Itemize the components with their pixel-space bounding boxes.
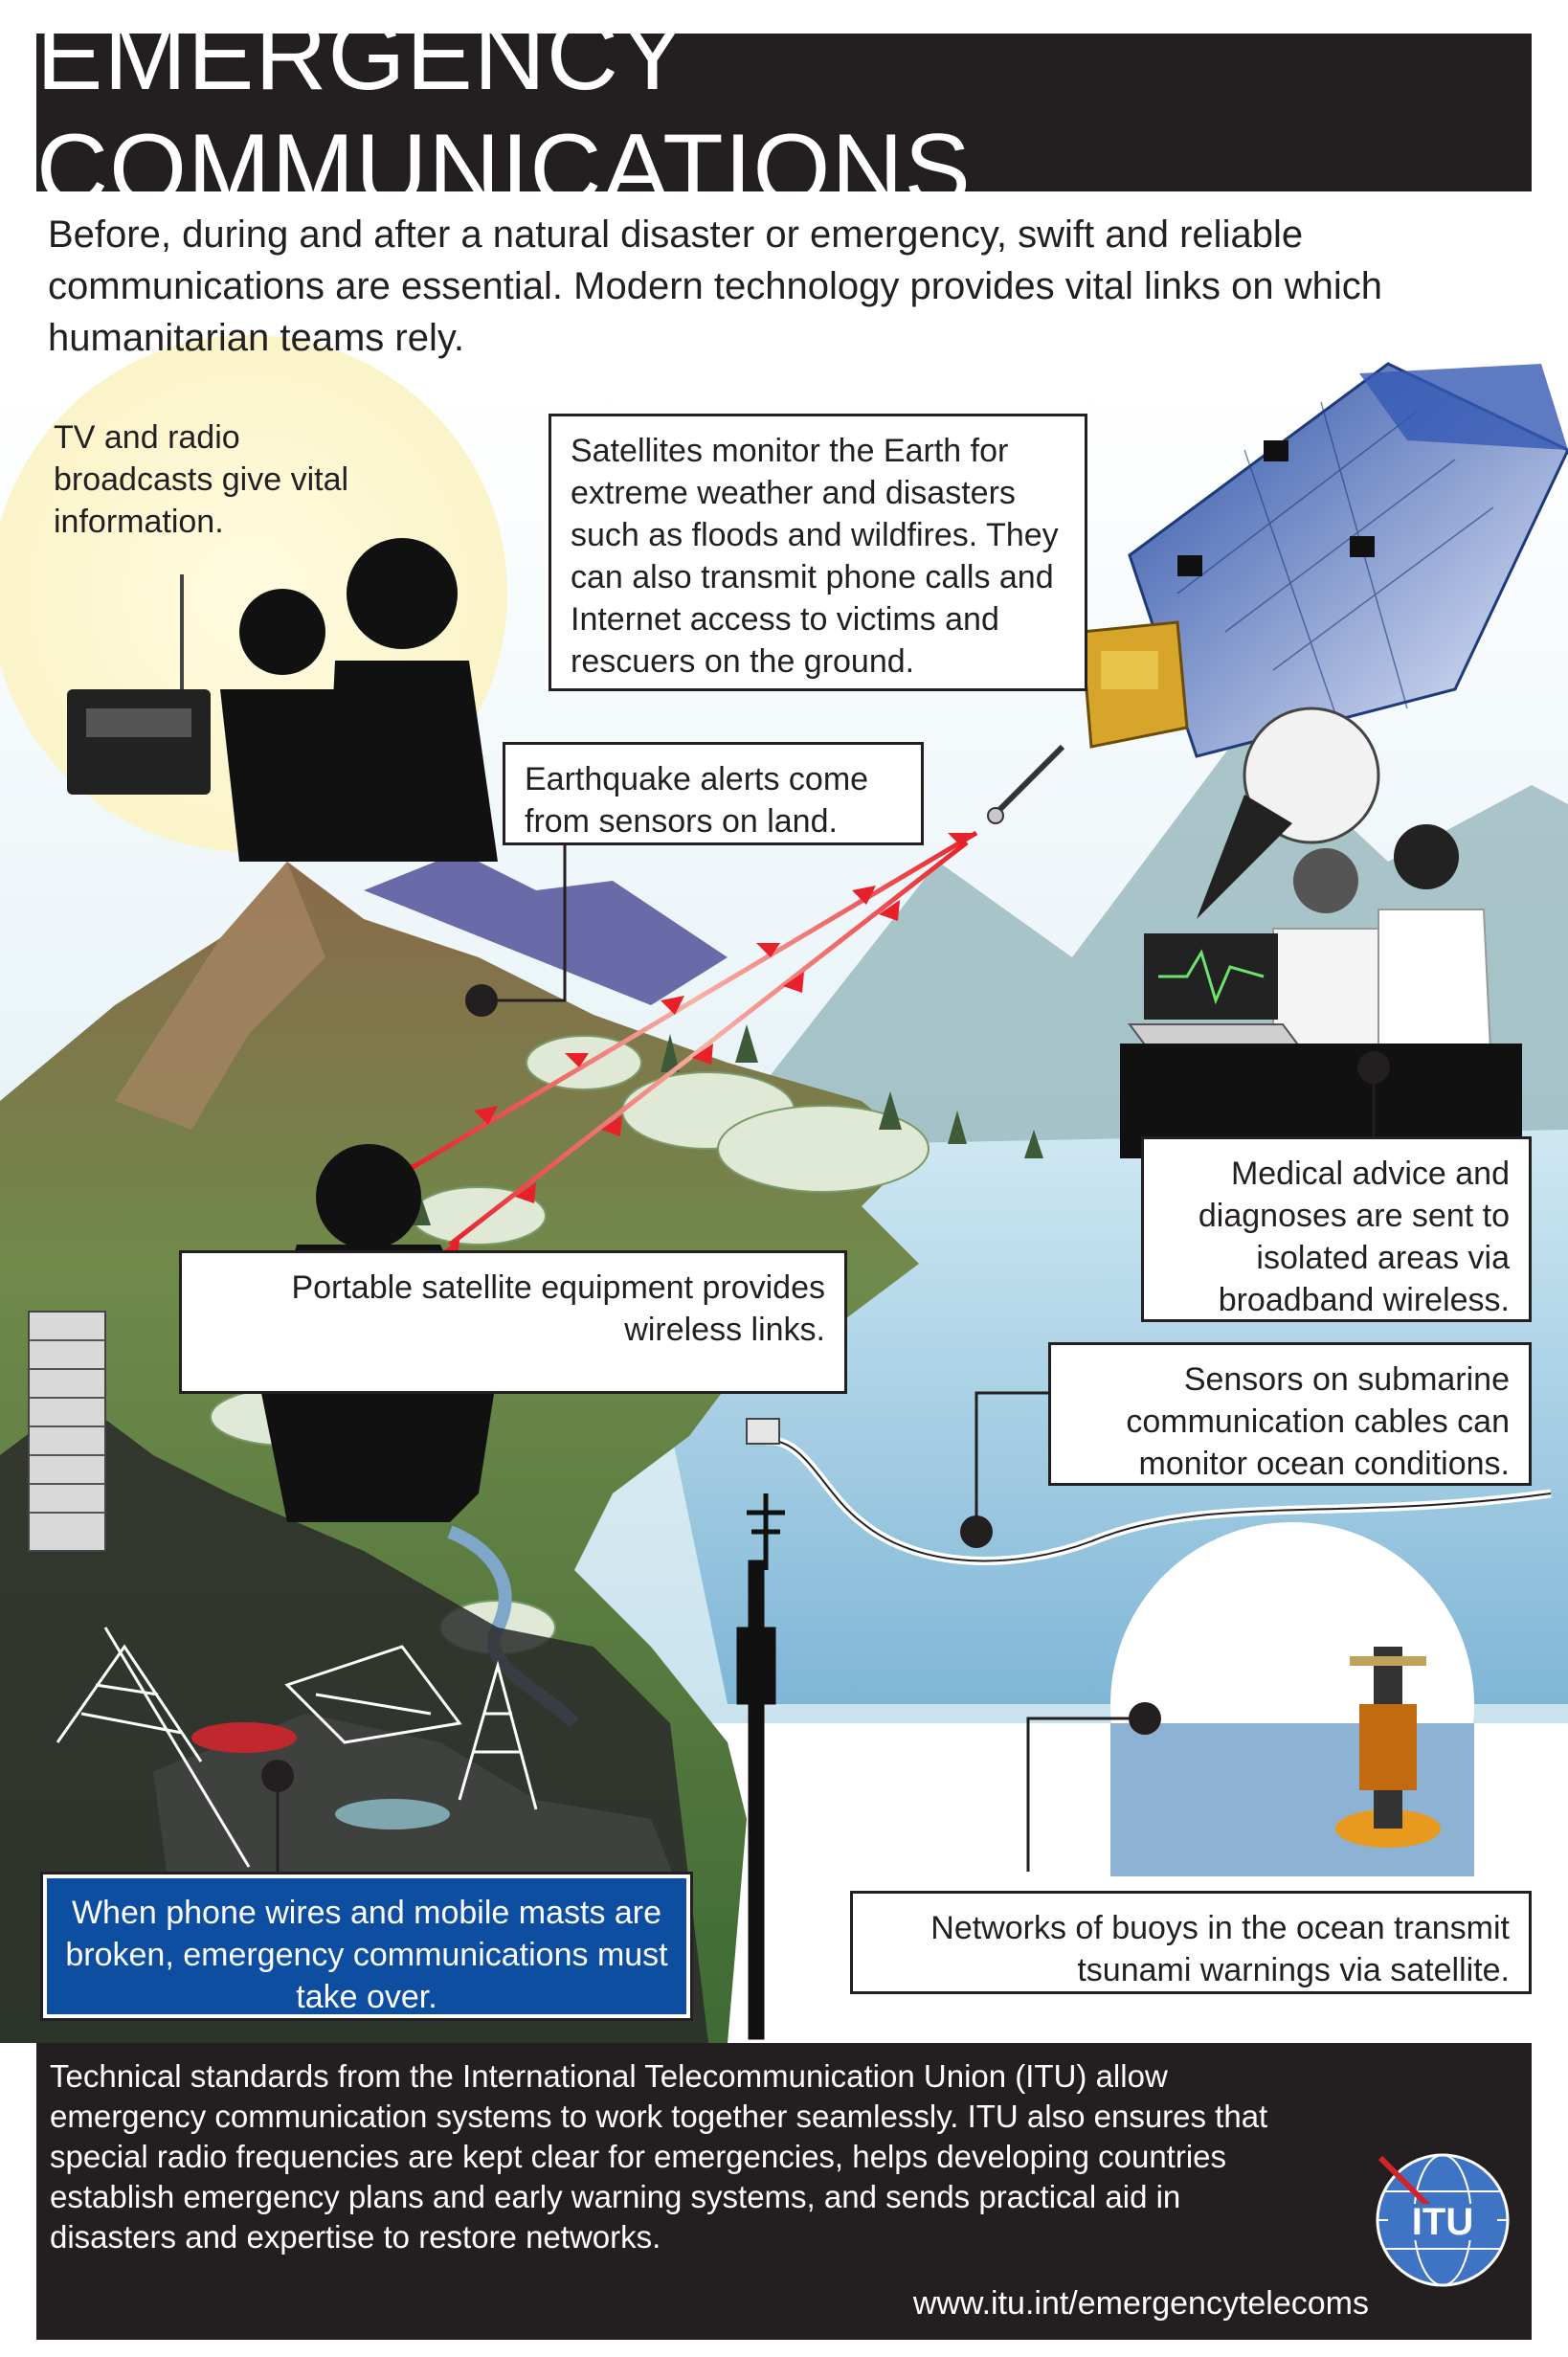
itu-logo: ITU bbox=[1376, 2153, 1510, 2287]
footer-url-link[interactable]: www.itu.int/emergencytelecoms bbox=[912, 2285, 1369, 2322]
page-title: EMERGENCY COMMUNICATIONS bbox=[36, 0, 1532, 225]
mobile-mast-icon bbox=[736, 1493, 785, 2040]
footer: Technical standards from the Internation… bbox=[36, 2043, 1532, 2340]
satellites-callout: Satellites monitor the Earth for extreme… bbox=[549, 414, 1087, 691]
intro-paragraph: Before, during and after a natural disas… bbox=[48, 213, 1383, 359]
medical-callout: Medical advice and diagnoses are sent to… bbox=[1141, 1136, 1532, 1322]
portable-satellite-callout: Portable satellite equipment provides wi… bbox=[179, 1250, 847, 1394]
buoy-icon bbox=[1335, 1647, 1441, 1848]
radio-icon bbox=[67, 574, 211, 795]
satellite-icon bbox=[987, 362, 1568, 824]
buoys-callout: Networks of buoys in the ocean transmit … bbox=[850, 1891, 1532, 1994]
earthquake-callout: Earthquake alerts come from sensors on l… bbox=[503, 742, 924, 845]
footer-text: Technical standards from the Internation… bbox=[50, 2058, 1268, 2255]
itu-logo-text: ITU bbox=[1412, 2201, 1473, 2243]
submarine-cable-callout: Sensors on submarine communication cable… bbox=[1048, 1342, 1532, 1486]
tv-radio-text: TV and radio broadcasts give vital infor… bbox=[54, 419, 349, 540]
pylon-icon bbox=[56, 1627, 538, 1868]
family-silhouette-icon bbox=[220, 538, 498, 862]
broken-networks-callout: When phone wires and mobile masts are br… bbox=[40, 1872, 693, 2021]
building-icon bbox=[28, 1311, 106, 1552]
